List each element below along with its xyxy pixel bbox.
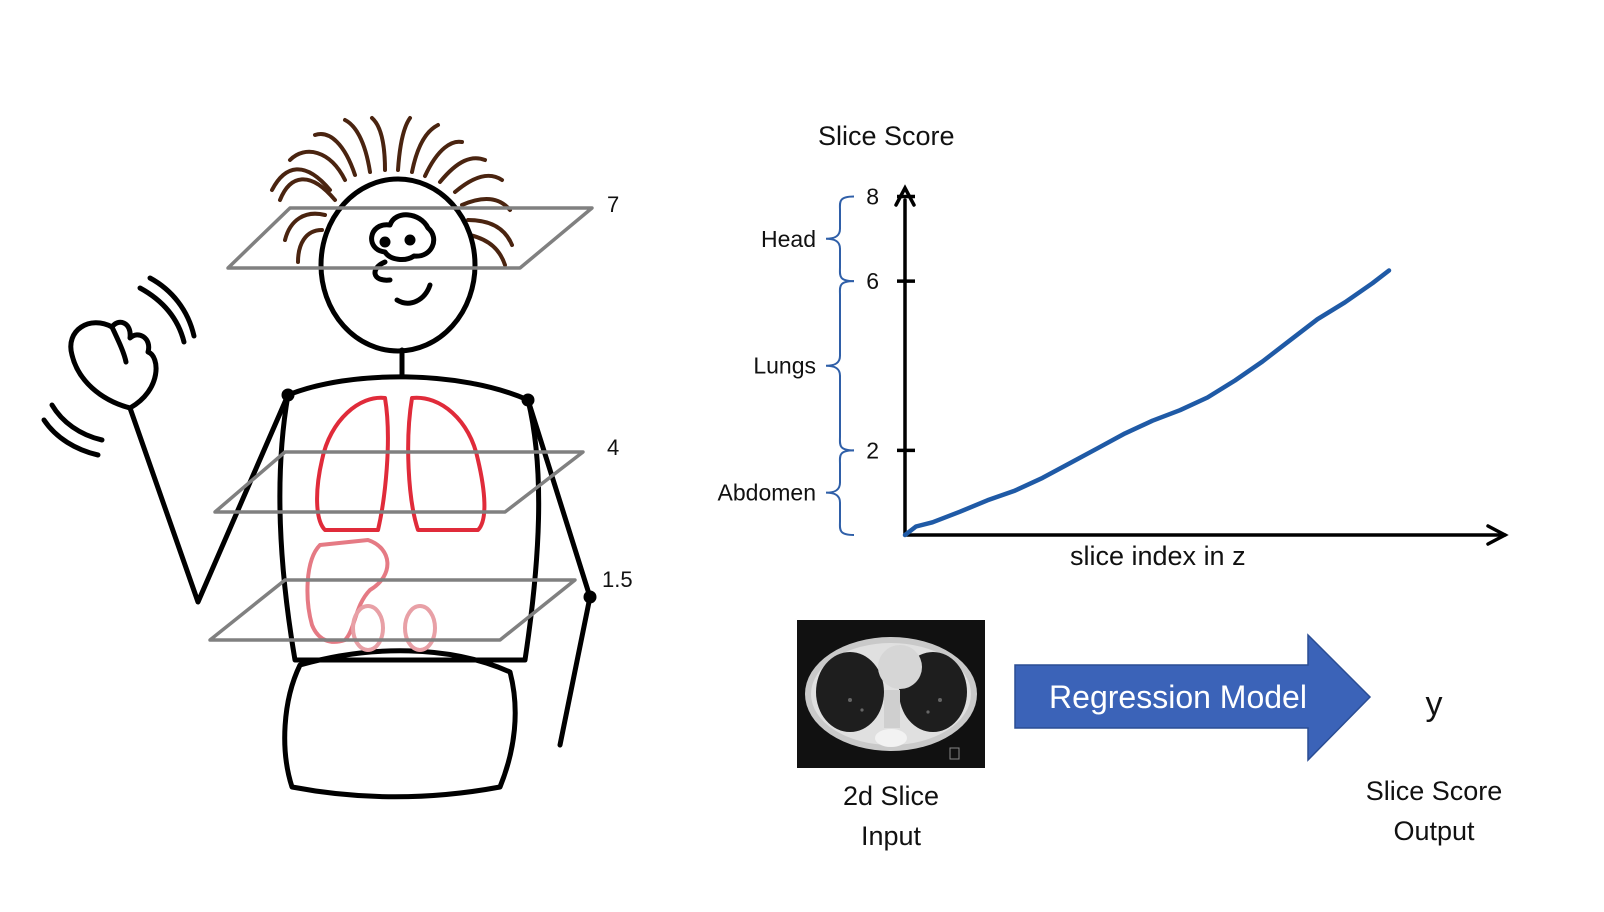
y-axis-arrowhead: [894, 184, 916, 207]
left-kidney: [351, 604, 385, 652]
abdomen-plane: [208, 578, 577, 642]
x-axis-title: slice index in z: [1070, 541, 1246, 571]
right-lung: [406, 395, 487, 532]
waving-hand: [68, 319, 159, 411]
bracket-head: [825, 195, 855, 283]
region-label-lungs: Lungs: [753, 353, 816, 379]
y-tick-label-6: 6: [866, 268, 879, 294]
regression-model-arrow: [1014, 633, 1372, 762]
slice-score-chart: Slice Score slice index in z 2 6 8 HeadLun…: [718, 121, 1509, 571]
chest-plane: [213, 450, 585, 514]
torso: [277, 374, 542, 663]
eyes: [369, 212, 437, 262]
pipeline: 2d Slice Input Regression Model y Slice …: [797, 620, 1502, 851]
chart-axes: [894, 184, 1509, 546]
level-label-abdomen: 1.5: [602, 567, 633, 592]
head-plane: [226, 206, 594, 270]
lungs: [305, 395, 487, 652]
output-caption-line1: Slice Score: [1366, 776, 1503, 806]
bracket-lungs: [825, 280, 855, 452]
head: [318, 176, 478, 354]
ct-slice-image: [797, 620, 985, 768]
region-label-head: Head: [761, 226, 816, 252]
left-lung: [315, 395, 390, 532]
slice-score-curve: [902, 268, 1392, 538]
bracket-abdomen: [825, 449, 855, 536]
hair: [270, 116, 514, 267]
y-ticks: 2 6 8: [866, 183, 915, 463]
region-label-abdomen: Abdomen: [718, 480, 816, 506]
x-axis-arrowhead: [1486, 524, 1509, 546]
slice-planes: [208, 206, 594, 642]
input-caption-line1: 2d Slice: [843, 781, 939, 811]
y-axis-title: Slice Score: [818, 121, 955, 151]
y-tick-label-2: 2: [866, 437, 879, 463]
output-symbol: y: [1426, 685, 1443, 723]
output-caption-line2: Output: [1393, 816, 1475, 846]
stick-figure: [41, 116, 597, 800]
level-label-head: 7: [607, 192, 619, 217]
level-label-chest: 4: [607, 435, 619, 460]
left-arm: [127, 392, 291, 605]
lower-body: [282, 648, 518, 800]
regression-model-label: Regression Model: [1049, 679, 1307, 715]
right-kidney: [403, 604, 437, 652]
liver: [305, 538, 390, 644]
motion-lines: [137, 285, 187, 345]
input-caption-line2: Input: [861, 821, 922, 851]
smile: [394, 282, 433, 306]
y-tick-label-8: 8: [866, 183, 879, 209]
